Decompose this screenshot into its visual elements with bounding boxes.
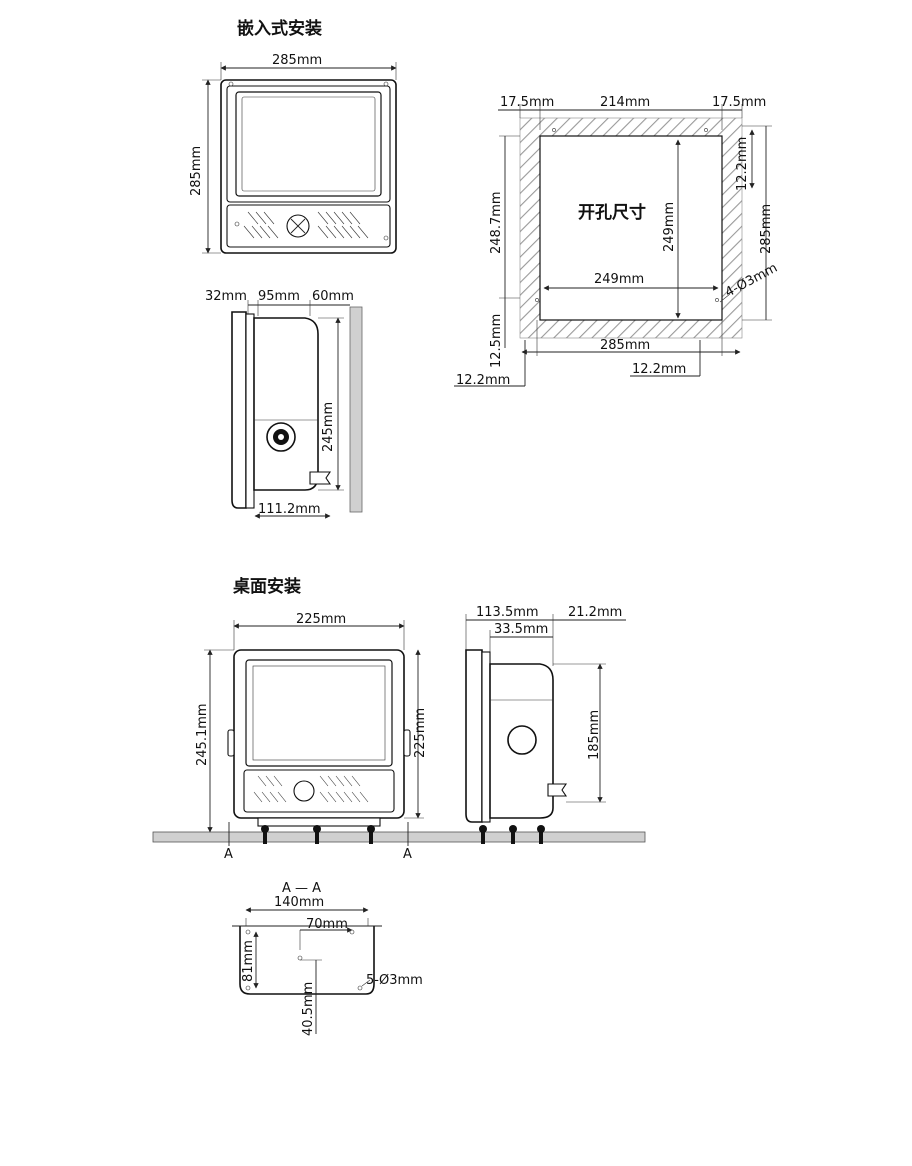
- cutout-left-height: 248.7mm: [489, 191, 504, 254]
- base-section-offset: 70mm: [306, 917, 348, 932]
- embedded-title: 嵌入式安装: [237, 18, 322, 39]
- desktop-front-width: 225mm: [296, 612, 346, 627]
- section-marker-right: A: [403, 847, 412, 862]
- embedded-front-width: 285mm: [272, 53, 322, 68]
- base-section-width: 140mm: [274, 895, 324, 910]
- desktop-side-d2: 21.2mm: [568, 605, 622, 620]
- embedded-front-height: 285mm: [189, 146, 204, 196]
- desktop-side-view: 113.5mm 21.2mm 33.5mm 185mm: [465, 605, 626, 844]
- embedded-side-depth: 111.2mm: [258, 502, 321, 517]
- desk-surface: [152, 831, 646, 843]
- cutout-inner-height: 249mm: [662, 202, 677, 252]
- section-marker-left: A: [224, 847, 233, 862]
- embedded-side-d2: 95mm: [258, 289, 300, 304]
- desktop-front-view: 225mm 245.1mm 225mm A A: [152, 612, 646, 862]
- cutout-top-mid: 214mm: [600, 95, 650, 110]
- cutout-bottom-width: 285mm: [600, 338, 650, 353]
- embedded-front-view: 285mm 285mm: [189, 53, 397, 254]
- cutout-inner-width: 249mm: [594, 272, 644, 287]
- cutout-left-bottom: 12.5mm: [489, 314, 504, 368]
- base-section-title: A — A: [282, 881, 321, 896]
- base-section-holes: 5-Ø3mm: [366, 973, 423, 988]
- cutout-label: 开孔尺寸: [578, 202, 646, 223]
- cutout-drawing: 17.5mm 214mm 17.5mm 12.2mm 285mm 248.7mm…: [454, 95, 780, 388]
- cutout-hole: [539, 135, 723, 321]
- desktop-front-height-right: 225mm: [413, 708, 428, 758]
- desktop-side-d1: 113.5mm: [476, 605, 539, 620]
- cutout-right-total: 285mm: [759, 204, 774, 254]
- desktop-title: 桌面安装: [233, 576, 301, 597]
- embedded-side-view: 32mm 95mm 60mm 245mm 111.2mm: [205, 289, 363, 519]
- cutout-bottom-left: 12.2mm: [456, 373, 510, 388]
- embedded-side-height: 245mm: [321, 402, 336, 452]
- embedded-side-d3: 60mm: [312, 289, 354, 304]
- base-section-height: 81mm: [241, 940, 256, 982]
- base-section-view: A — A 140mm 70mm 81mm 40.5mm 5-Ø3mm: [232, 881, 423, 1036]
- desktop-front-height-left: 245.1mm: [195, 703, 210, 766]
- cutout-top-right: 17.5mm: [712, 95, 766, 110]
- desktop-side-d3: 33.5mm: [494, 622, 548, 637]
- cutout-bottom-right: 12.2mm: [632, 362, 686, 377]
- base-section-sub-height: 40.5mm: [301, 982, 316, 1036]
- desktop-side-height: 185mm: [587, 710, 602, 760]
- cutout-top-left: 17.5mm: [500, 95, 554, 110]
- embedded-side-d1: 32mm: [205, 289, 247, 304]
- cutout-right-top: 12.2mm: [735, 137, 750, 191]
